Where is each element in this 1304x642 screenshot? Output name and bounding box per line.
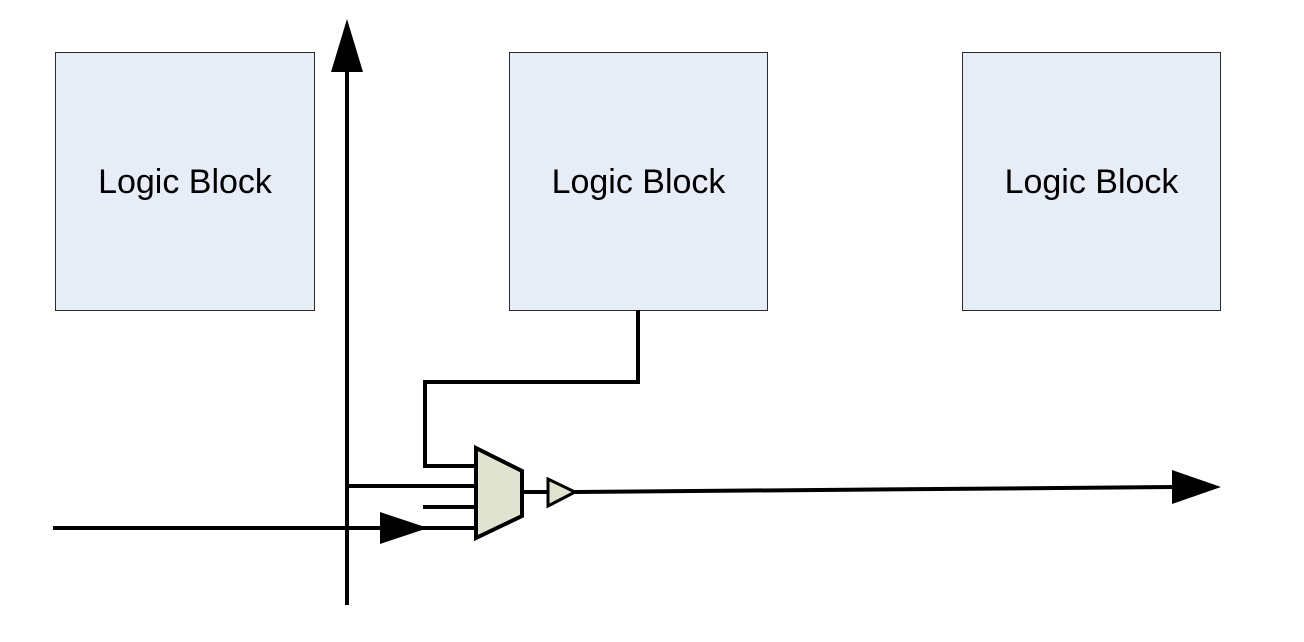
logic-block-left-box [55,52,315,311]
logic-block-center-label: Logic Block [552,163,727,201]
input-track-arrowhead [380,512,428,544]
logic-block-center: Logic Block [509,52,768,311]
logic-block-left: Logic Block [55,52,315,311]
output-track-line [574,485,1176,494]
buffer-icon [546,476,579,509]
multiplexer-icon [474,444,524,542]
logic-block-right: Logic Block [962,52,1221,311]
block-output-wire [423,310,640,468]
logic-block-center-box [509,52,768,311]
logic-block-right-box [962,52,1221,311]
logic-block-right-label: Logic Block [1005,163,1180,201]
logic-block-left-label: Logic Block [98,163,273,201]
vertical-track-arrowhead [331,19,363,72]
output-track-arrowhead [1172,470,1221,504]
